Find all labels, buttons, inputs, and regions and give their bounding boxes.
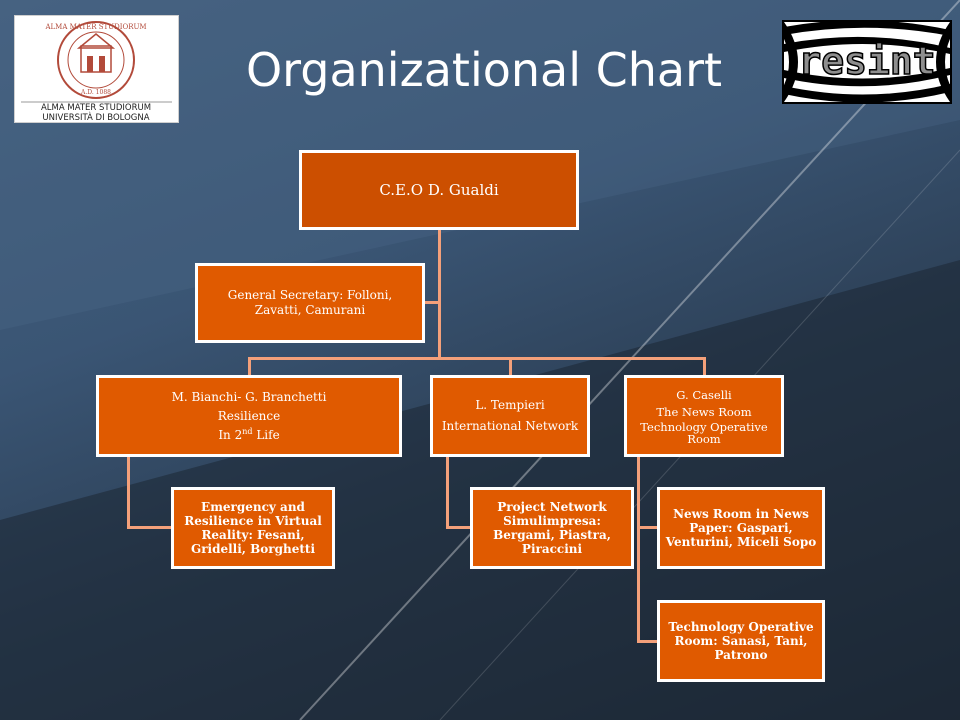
branch2-line2: International Network: [441, 419, 579, 433]
page-title: Organizational Chart: [245, 43, 723, 97]
branch3-line1: G. Caselli: [676, 388, 732, 402]
connector-branch2-child-h: [446, 526, 474, 529]
branch3-line2: The News Room: [656, 405, 752, 419]
branch3-child2-box: Technology Operative Room: Sanasi, Tani,…: [657, 600, 825, 682]
university-logo: ALMA MATER STUDIORUM A.D. 1088 ALMA MATE…: [14, 15, 179, 123]
branch3-child1-box: News Room in News Paper: Gaspari, Ventur…: [657, 487, 825, 569]
branch3-box: G. Caselli The News Room Technology Oper…: [624, 375, 784, 457]
ceo-box: C.E.O D. Gualdi: [299, 150, 579, 230]
branch3-child2-text: Technology Operative Room: Sanasi, Tani,…: [668, 620, 814, 662]
branch1-child-box: Emergency and Resilience in Virtual Real…: [171, 487, 335, 569]
resint-logo: resint: [782, 20, 952, 104]
branch1-line3: In 2nd Life: [218, 426, 280, 442]
branch2-child-box: Project Network Simulimpresa: Bergami, P…: [470, 487, 634, 569]
connector-branch1-drop: [248, 357, 251, 378]
connector-ceo-trunk: [438, 229, 441, 360]
branch2-child-text: Project Network Simulimpresa: Bergami, P…: [493, 500, 611, 556]
branch1-child-text: Emergency and Resilience in Virtual Real…: [184, 500, 322, 556]
connector-branch1-child-h: [127, 526, 175, 529]
branch3-child1-text: News Room in News Paper: Gaspari, Ventur…: [665, 507, 817, 549]
branch1-box: M. Bianchi- G. Branchetti Resilience In …: [96, 375, 402, 457]
secretary-box: General Secretary: Folloni, Zavatti, Cam…: [195, 263, 425, 343]
seal-date-text: A.D. 1088: [80, 89, 111, 96]
seal-ring-text: ALMA MATER STUDIORUM: [44, 23, 146, 31]
connector-branch2-drop: [509, 357, 512, 378]
secretary-text: General Secretary: Folloni, Zavatti, Cam…: [227, 288, 393, 317]
connector-branch3-child2-h: [637, 640, 661, 643]
connector-branch3-child1-h: [637, 526, 661, 529]
resint-logo-text: resint: [798, 39, 935, 83]
branch1-line2: Resilience: [217, 408, 281, 423]
branch3-line3: Technology Operative Room: [640, 420, 768, 446]
branch2-line1: L. Tempieri: [475, 398, 545, 412]
connector-branch3-child-v: [637, 455, 640, 643]
branch1-line1: M. Bianchi- G. Branchetti: [171, 389, 327, 404]
branch2-box: L. Tempieri International Network: [430, 375, 590, 457]
connector-branches-bar: [248, 357, 706, 360]
connector-branch3-drop: [703, 357, 706, 378]
logo-line-1: ALMA MATER STUDIORUM: [41, 103, 151, 113]
connector-branch1-child-v: [127, 455, 130, 529]
connector-branch2-child-v: [446, 455, 449, 529]
ceo-name: C.E.O D. Gualdi: [379, 180, 499, 199]
logo-line-2: UNIVERSITÀ DI BOLOGNA: [42, 111, 149, 122]
connector-secretary: [424, 301, 440, 304]
